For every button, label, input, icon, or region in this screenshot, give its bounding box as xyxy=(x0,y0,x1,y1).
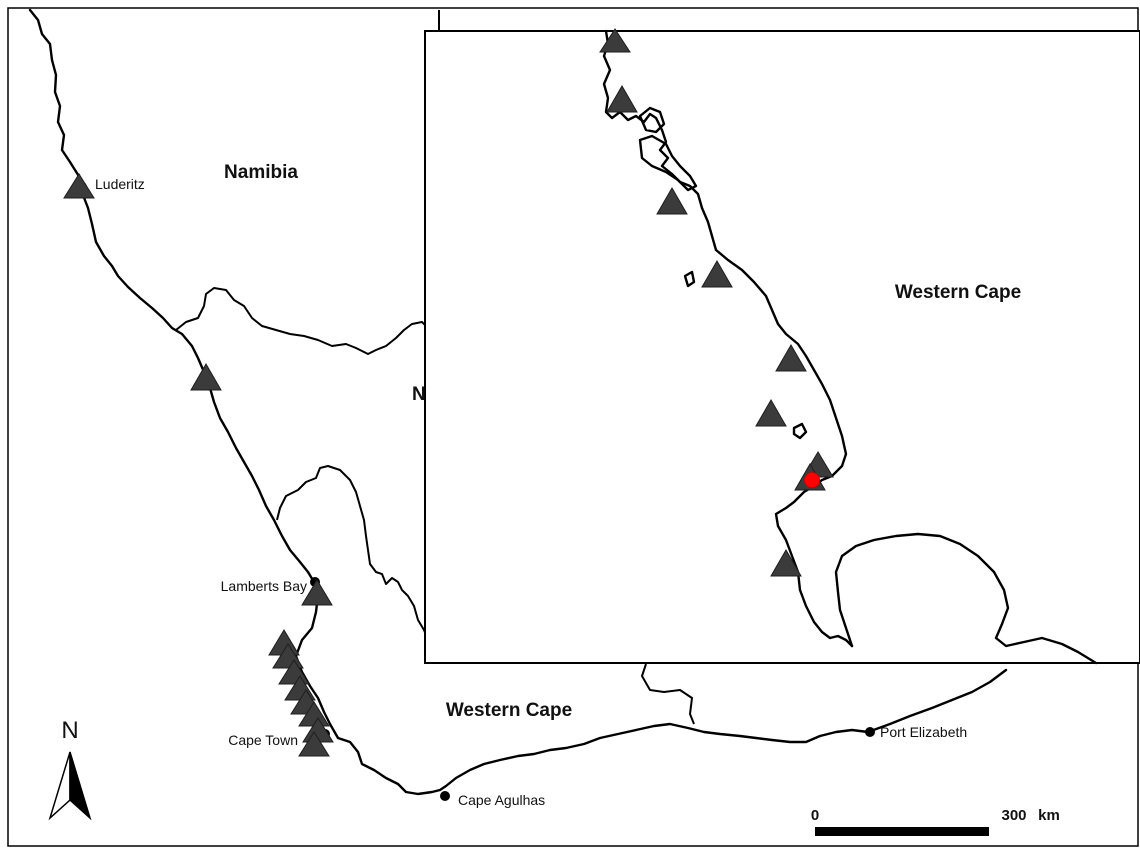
west-coastline xyxy=(28,8,870,796)
site-marker xyxy=(606,84,638,113)
inset-island-robben xyxy=(792,422,808,440)
main-map xyxy=(28,8,1008,796)
cape-town-label: Cape Town xyxy=(228,732,298,748)
site-marker xyxy=(770,548,802,577)
north-arrow: N xyxy=(48,717,92,821)
western-cape-boundary xyxy=(276,465,429,641)
port-elizabeth-label: Port Elizabeth xyxy=(880,724,967,740)
cape-agulhas-label: Cape Agulhas xyxy=(458,792,545,808)
site-marker xyxy=(599,28,631,53)
inset-lagoon xyxy=(638,134,698,192)
northern-cape-partial-label: N xyxy=(412,384,426,405)
site-marker xyxy=(656,186,688,215)
scale-bar: 0 300 km xyxy=(811,807,1060,836)
western-cape-east-boundary xyxy=(641,663,695,725)
port-elizabeth-dot xyxy=(865,727,875,737)
luderitz-label: Luderitz xyxy=(95,176,145,192)
inset-false-bay xyxy=(834,532,1098,665)
site-marker xyxy=(701,259,733,288)
inset-coastline xyxy=(602,29,854,648)
site-marker xyxy=(190,362,222,391)
site-marker xyxy=(755,398,787,427)
namibia-label: Namibia xyxy=(224,162,298,183)
site-marker xyxy=(63,173,95,199)
site-marker xyxy=(301,579,333,606)
inset-island-dassen xyxy=(683,270,696,288)
north-arrow-label: N xyxy=(61,717,78,744)
inset-site-markers xyxy=(599,28,834,577)
main-site-markers xyxy=(63,173,334,757)
highlight-site-marker xyxy=(804,472,820,488)
site-marker xyxy=(775,343,807,372)
orange-river-border xyxy=(175,287,427,355)
site-marker xyxy=(298,731,330,757)
scale-start-label: 0 xyxy=(811,807,819,824)
western-cape-label: Western Cape xyxy=(446,700,572,721)
north-arrow-left-half xyxy=(48,751,71,821)
inset-island-north xyxy=(638,106,666,134)
south-east-coastline xyxy=(866,668,1008,734)
lamberts-bay-label: Lamberts Bay xyxy=(221,578,307,594)
north-arrow-right-half xyxy=(69,751,92,821)
scale-bar-rect xyxy=(815,827,989,836)
scale-unit-label: km xyxy=(1038,807,1060,824)
scale-end-label: 300 xyxy=(1001,807,1026,824)
cape-agulhas-dot xyxy=(440,791,450,801)
inset-region-label: Western Cape xyxy=(895,282,1021,303)
